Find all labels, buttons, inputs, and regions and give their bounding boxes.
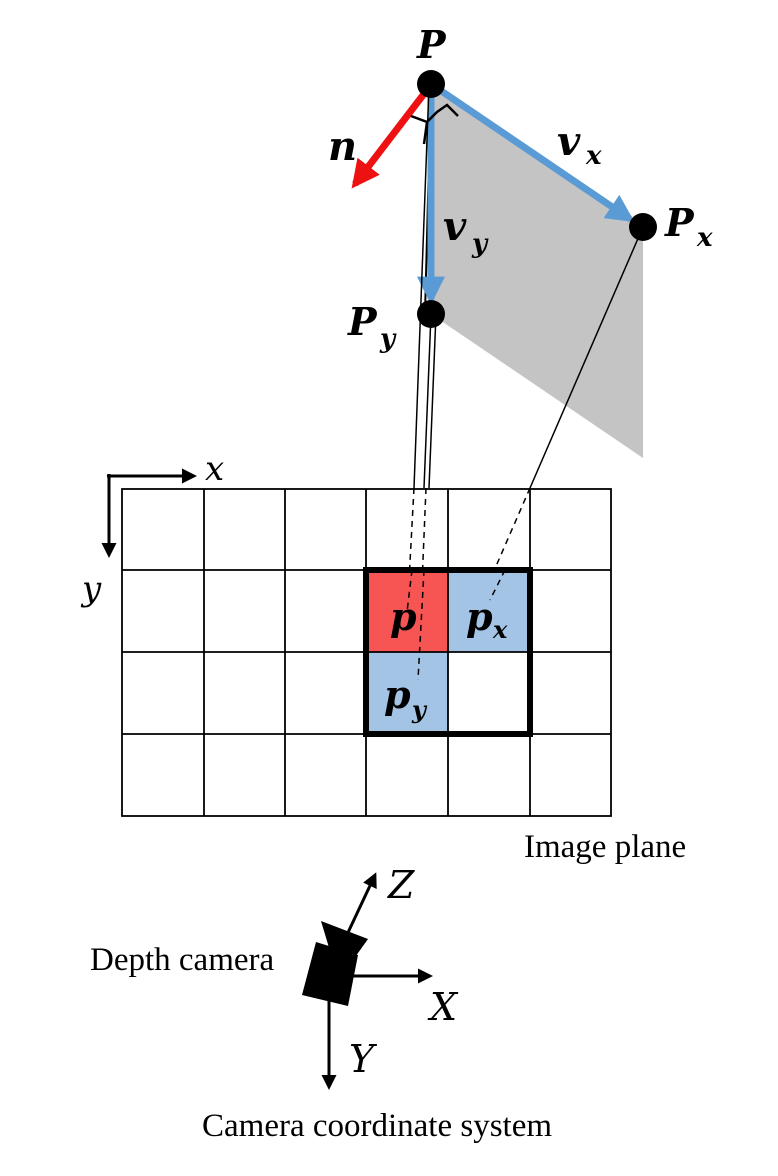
label-depth-camera: Depth camera <box>90 942 274 978</box>
label-vy: v <box>443 203 467 250</box>
label-Px: P <box>664 200 695 245</box>
projection-dash-over-py <box>417 569 425 681</box>
projection-line-Px-solid <box>529 226 644 489</box>
label-Py-sub: y <box>379 324 397 354</box>
pixel-py <box>366 652 448 734</box>
projection-line-Py-solid-1 <box>423 313 432 489</box>
label-camera-axis-Z: Z <box>387 863 415 907</box>
projection-line-P-solid <box>413 85 430 489</box>
pixel-px <box>448 570 530 652</box>
label-pixel-p: p <box>390 594 417 639</box>
right-angle-mark-2 <box>426 103 459 123</box>
label-P: P <box>416 22 447 67</box>
label-image-plane: Image plane <box>524 829 686 865</box>
label-Py: P <box>347 299 378 344</box>
label-image-axis-x: x <box>205 449 224 489</box>
label-vy-sub: y <box>471 229 489 259</box>
label-Px-sub: x <box>696 223 713 253</box>
label-vx-sub: x <box>585 141 602 171</box>
label-n: n <box>328 123 357 170</box>
point-Px <box>629 213 657 241</box>
projection-dash-over-p <box>406 569 413 613</box>
label-pixel-px-sub: x <box>492 615 508 644</box>
point-P <box>417 70 445 98</box>
label-pixel-py-sub: y <box>411 695 428 724</box>
label-vx: v <box>557 118 581 165</box>
projection-line-Py-solid-2 <box>428 313 437 489</box>
point-Py <box>417 300 445 328</box>
neighborhood-highlight-box <box>363 567 533 737</box>
right-angle-mark-1 <box>410 114 429 145</box>
projection-line-Px-dashed <box>489 487 531 581</box>
label-camera-axis-Y: Y <box>349 1037 378 1081</box>
vector-vx-arrow <box>429 81 635 223</box>
label-image-axis-y: y <box>80 569 102 609</box>
normal-vector-arrow <box>351 83 433 189</box>
label-camera-coordinate-system: Camera coordinate system <box>202 1108 552 1144</box>
label-pixel-py: p <box>384 672 411 717</box>
pixel-p <box>366 570 448 652</box>
depth-camera-icon <box>302 921 368 1006</box>
surface-patch <box>431 84 643 458</box>
label-pixel-px: p <box>466 594 493 639</box>
label-camera-axis-X: X <box>427 985 459 1029</box>
projection-dash-over-px <box>489 569 506 601</box>
